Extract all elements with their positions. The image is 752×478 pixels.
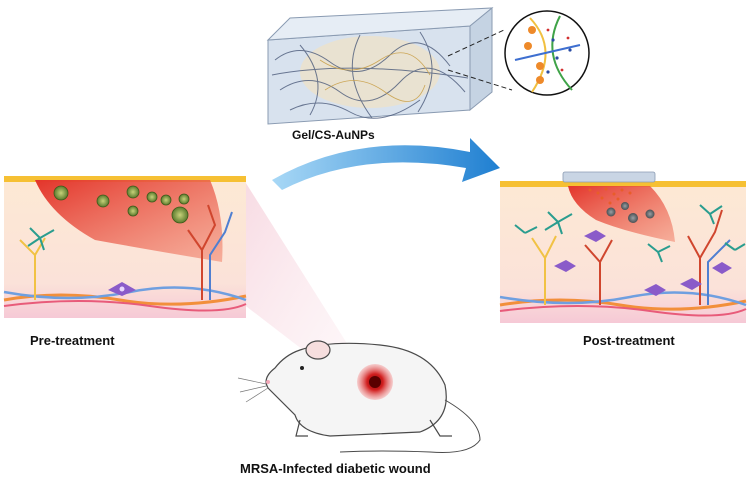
hydrogel-block-icon xyxy=(266,6,513,125)
fibroblast-icon xyxy=(554,230,732,296)
healing-wound-area xyxy=(568,186,675,242)
wound-caption: MRSA-Infected diabetic wound xyxy=(240,461,431,476)
hydrogel-dressing xyxy=(562,171,656,183)
blood-vessel-icon xyxy=(531,209,731,305)
mouse-icon xyxy=(237,340,481,453)
dendritic-cell-icon xyxy=(514,204,746,263)
nanoparticles xyxy=(588,187,632,205)
post-treatment-label: Post-treatment xyxy=(583,333,675,348)
fibroblast-icon xyxy=(108,282,136,296)
dendritic-cell-icon xyxy=(27,227,55,251)
post-treatment-skin xyxy=(499,171,747,323)
blood-vessel-icon xyxy=(19,204,233,300)
hydrogel-label: Gel/CS-AuNPs xyxy=(292,128,375,142)
bacteria-icon xyxy=(53,185,190,224)
magnification-beam xyxy=(238,180,365,390)
curved-arrow-icon xyxy=(272,138,500,190)
zoom-circle-icon xyxy=(504,10,590,96)
pre-treatment-skin xyxy=(3,176,247,318)
dead-bacteria-icon xyxy=(606,202,655,223)
pre-treatment-label: Pre-treatment xyxy=(30,333,115,348)
wound-area xyxy=(35,180,223,262)
